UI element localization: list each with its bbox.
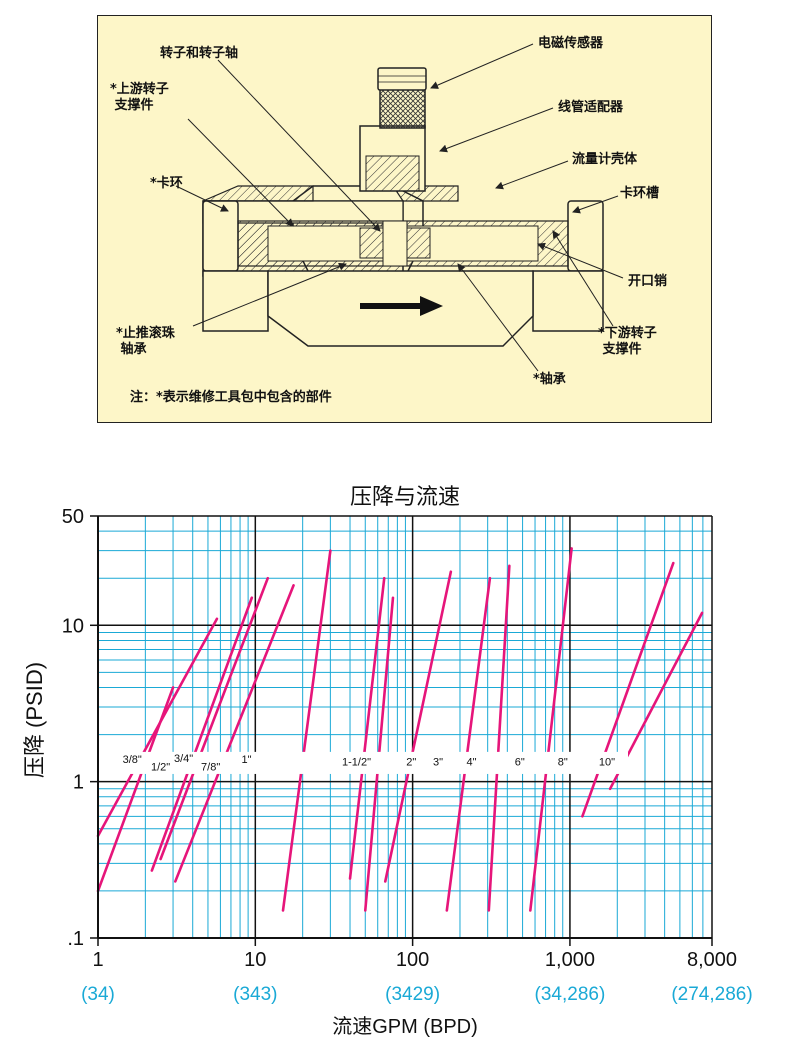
series-label-5: 1-1/2": [342, 756, 371, 768]
series-line-6: [348, 576, 386, 880]
series-label-4: 1": [242, 754, 252, 766]
series-label-band: [128, 751, 628, 774]
chart-title: 压降与流速: [350, 484, 460, 509]
chart-y-axis-label: 压降 (PSID): [22, 662, 47, 778]
series-label-0: 3/8": [123, 754, 142, 766]
series-line-11: [529, 547, 573, 912]
series-line-5: [281, 549, 332, 912]
series-label-8: 4": [467, 756, 477, 768]
pressure-drop-chart: 压降与流速 流速GPM (BPD) 压降 (PSID) 3/8" 1/2" 3/4"…: [0, 470, 790, 1044]
x-tick-label-2: 100: [396, 949, 429, 971]
series-label-10: 8": [558, 756, 568, 768]
label-conduit-adapter: 线管适配器: [558, 100, 624, 115]
series-label-1: 1/2": [151, 761, 170, 773]
x-tick-bpd-label-4: (274,286): [671, 984, 752, 1005]
series-label-9: 6": [515, 756, 525, 768]
series-line-10: [487, 564, 511, 912]
y-tick-label-3: 50: [62, 506, 84, 528]
label-downstream-rotor-support: *下游转子 支撑件: [598, 326, 657, 357]
series-line-3: [159, 576, 270, 861]
meter-cross-section: [175, 43, 624, 372]
series-label-11: 10": [599, 756, 615, 768]
label-open-pin: 开口销: [628, 274, 668, 289]
series-line-4: [173, 584, 295, 883]
chart-x-axis-label: 流速GPM (BPD): [332, 1015, 478, 1038]
meter-housing-shape: [202, 185, 604, 347]
x-tick-label-3: 1,000: [545, 949, 595, 971]
label-magnetic-sensor: 电磁传感器: [538, 36, 604, 51]
x-tick-label-4: 8,000: [687, 949, 737, 971]
label-snap-ring: *卡环: [150, 176, 183, 191]
series-line-1: [96, 617, 219, 838]
label-thrust-ball-bearing: *止推滚珠 轴承: [116, 326, 175, 357]
flow-direction-arrow: [360, 296, 443, 316]
series-label-3: 7/8": [201, 761, 220, 773]
series-line-8: [383, 570, 453, 883]
chart-series: [96, 547, 704, 912]
chart-grid: [98, 516, 713, 938]
turbine-meter-diagram: 转子和转子轴 *上游转子 支撑件 *卡环 *止推滚珠 轴承 电磁传感器 线管适配…: [97, 15, 712, 423]
x-tick-bpd-label-0: (34): [81, 984, 115, 1005]
x-tick-bpd-label-2: (3429): [385, 984, 440, 1005]
series-line-2: [150, 596, 254, 872]
x-tick-bpd-label-3: (34,286): [535, 984, 606, 1005]
label-rotor-shaft: 转子和转子轴: [160, 46, 239, 61]
y-tick-label-1: 1: [73, 772, 84, 794]
series-label-7: 3": [433, 756, 443, 768]
y-tick-label-2: 10: [62, 615, 84, 637]
series-label-6: 2": [406, 756, 416, 768]
callout-leader-lines: [175, 43, 624, 372]
label-meter-housing: 流量计壳体: [572, 152, 638, 167]
label-bearing: *轴承: [533, 372, 566, 387]
chart-axes: 1 (34) 10 (343) 100 (3429) 1,000 (34,286) 8,000 (…: [62, 506, 753, 1005]
y-tick-label-0: .1: [67, 928, 84, 950]
sensor-assembly: [359, 67, 427, 192]
x-tick-label-0: 1: [92, 949, 103, 971]
label-snap-ring-groove: 卡环槽: [620, 186, 660, 201]
label-upstream-rotor-support: *上游转子 支撑件: [110, 82, 169, 113]
series-line-13: [581, 561, 675, 818]
chart-series-labels: 3/8" 1/2" 3/4" 7/8" 1" 1-1/2" 2" 3" 4" 6" 8" 10": [123, 751, 628, 774]
note-repair-kit: 注：*表示维修工具包中包含的部件: [130, 390, 332, 405]
chart-svg: 压降与流速 流速GPM (BPD) 压降 (PSID) 3/8" 1/2" 3/4"…: [22, 484, 753, 1038]
x-tick-bpd-label-1: (343): [233, 984, 277, 1005]
x-tick-label-1: 10: [244, 949, 266, 971]
series-label-2: 3/4": [174, 753, 193, 765]
series-line-9: [445, 576, 492, 912]
